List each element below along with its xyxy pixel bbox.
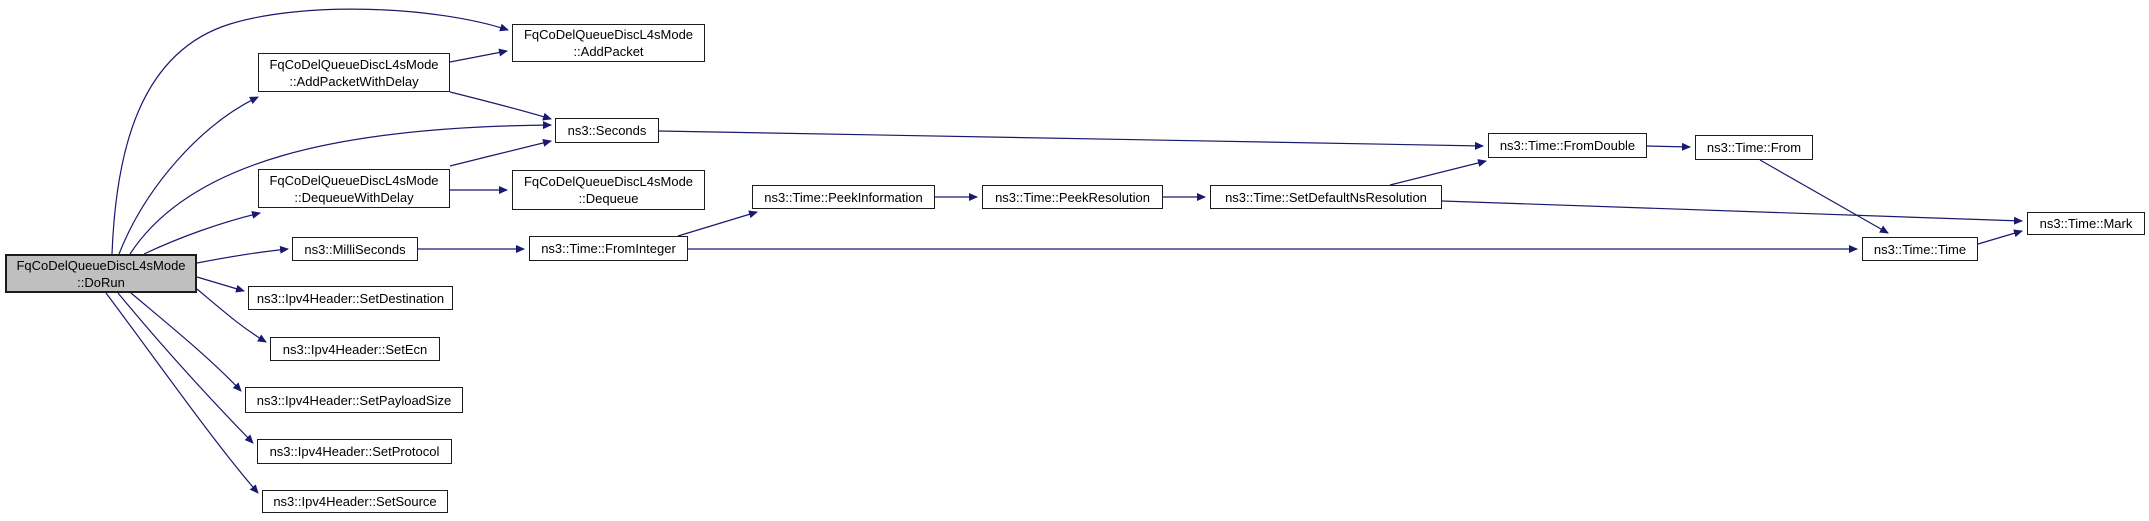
node-setpayloadsize[interactable]: ns3::Ipv4Header::SetPayloadSize bbox=[245, 387, 463, 413]
node-frominteger[interactable]: ns3::Time::FromInteger bbox=[529, 236, 688, 261]
node-label: ns3::Time::FromInteger bbox=[541, 241, 676, 256]
edge-dorun-to-setprotocol bbox=[117, 292, 254, 444]
edge-time-to-mark bbox=[1977, 229, 2023, 245]
node-label: ns3::Time::PeekInformation bbox=[764, 189, 923, 205]
edge-from-to-time bbox=[1759, 159, 1889, 234]
edge-setdefaultnsresolution-to-fromdouble bbox=[1389, 159, 1487, 186]
node-label: ns3::Seconds bbox=[567, 123, 647, 138]
node-label: ns3::MilliSeconds bbox=[304, 241, 406, 257]
node-dequeue[interactable]: FqCoDelQueueDiscL4sMode::Dequeue bbox=[512, 170, 705, 210]
node-time[interactable]: ns3::Time::Time bbox=[1862, 237, 1978, 261]
node-label: ns3::Time::SetDefaultNsResolution bbox=[1225, 189, 1427, 205]
node-label: ns3::Time::From bbox=[1706, 140, 1802, 155]
edge-fromdouble-to-from bbox=[1646, 142, 1691, 151]
node-setdestination[interactable]: ns3::Ipv4Header::SetDestination bbox=[248, 286, 453, 310]
node-label: ns3::Ipv4Header::SetSource bbox=[273, 494, 437, 509]
edge-setdefaultnsresolution-to-mark bbox=[1441, 200, 2023, 225]
node-setprotocol[interactable]: ns3::Ipv4Header::SetProtocol bbox=[257, 439, 452, 464]
edge-dorun-to-setdestination bbox=[196, 276, 245, 293]
edge-frominteger-to-peekinformation bbox=[677, 210, 758, 237]
node-label: ::AddPacketWithDelay bbox=[289, 73, 419, 89]
node-label: ::DoRun bbox=[77, 274, 125, 290]
node-label: ns3::Time::PeekResolution bbox=[995, 189, 1150, 205]
node-milliseconds[interactable]: ns3::MilliSeconds bbox=[292, 237, 418, 261]
node-label: FqCoDelQueueDiscL4sMode bbox=[523, 174, 694, 189]
edge-dequeuewithdelay-to-seconds bbox=[449, 138, 552, 167]
node-addpacket[interactable]: FqCoDelQueueDiscL4sMode::AddPacket bbox=[512, 24, 705, 62]
node-addpacketwithdelay[interactable]: FqCoDelQueueDiscL4sMode::AddPacketWithDe… bbox=[258, 53, 450, 92]
node-setsource[interactable]: ns3::Ipv4Header::SetSource bbox=[262, 490, 448, 513]
node-fromdouble[interactable]: ns3::Time::FromDouble bbox=[1488, 133, 1647, 158]
edge-dorun-to-seconds bbox=[129, 121, 552, 255]
edge-dorun-to-setecn bbox=[196, 288, 267, 343]
node-mark[interactable]: ns3::Time::Mark bbox=[2027, 212, 2145, 235]
node-label: ns3::Ipv4Header::SetProtocol bbox=[269, 444, 440, 459]
node-label: ns3::Time::FromDouble bbox=[1499, 138, 1636, 153]
node-label: ns3::Ipv4Header::SetEcn bbox=[282, 341, 428, 357]
edge-dorun-to-dequeuewithdelay bbox=[143, 210, 261, 255]
edge-seconds-to-fromdouble bbox=[658, 130, 1484, 150]
node-label: FqCoDelQueueDiscL4sMode bbox=[16, 257, 186, 273]
node-dorun: FqCoDelQueueDiscL4sMode::DoRun bbox=[5, 254, 197, 293]
node-setecn[interactable]: ns3::Ipv4Header::SetEcn bbox=[270, 337, 440, 361]
node-peekresolution[interactable]: ns3::Time::PeekResolution bbox=[982, 185, 1163, 209]
edge-addpacketwithdelay-to-seconds bbox=[449, 91, 552, 121]
node-seconds[interactable]: ns3::Seconds bbox=[555, 118, 659, 143]
node-peekinformation[interactable]: ns3::Time::PeekInformation bbox=[752, 185, 935, 209]
node-label: ::DequeueWithDelay bbox=[294, 189, 414, 205]
edge-dorun-to-setpayloadsize bbox=[130, 292, 242, 392]
node-label: ::AddPacket bbox=[573, 44, 644, 59]
node-dequeuewithdelay[interactable]: FqCoDelQueueDiscL4sMode::DequeueWithDela… bbox=[258, 169, 450, 208]
edge-dorun-to-setsource bbox=[105, 292, 259, 494]
edge-dorun-to-addpacketwithdelay bbox=[118, 96, 259, 255]
node-label: ns3::Ipv4Header::SetPayloadSize bbox=[256, 392, 452, 408]
node-label: ns3::Time::Mark bbox=[2039, 216, 2133, 231]
node-from[interactable]: ns3::Time::From bbox=[1695, 135, 1813, 160]
node-label: FqCoDelQueueDiscL4sMode bbox=[269, 172, 439, 188]
edge-addpacketwithdelay-to-addpacket bbox=[449, 48, 508, 63]
node-label: FqCoDelQueueDiscL4sMode bbox=[523, 27, 694, 42]
node-label: ns3::Time::Time bbox=[1873, 241, 1967, 257]
node-label: ::Dequeue bbox=[578, 191, 639, 206]
node-label: FqCoDelQueueDiscL4sMode bbox=[269, 56, 439, 72]
edge-dorun-to-milliseconds bbox=[196, 245, 289, 264]
node-setdefaultnsresolution[interactable]: ns3::Time::SetDefaultNsResolution bbox=[1210, 185, 1442, 209]
node-label: ns3::Ipv4Header::SetDestination bbox=[256, 290, 445, 306]
edge-dorun-to-addpacket bbox=[111, 8, 509, 255]
